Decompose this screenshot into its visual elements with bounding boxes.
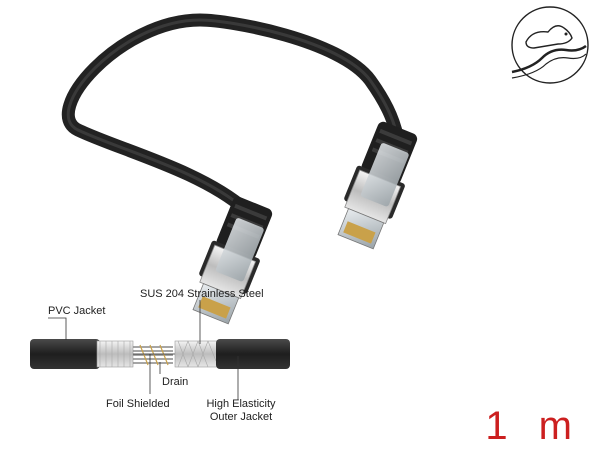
- cable-length: 1 m: [485, 404, 582, 448]
- label-outer-jacket-line1: High Elasticity: [206, 398, 276, 410]
- cable-cross-section: [30, 300, 290, 400]
- rodent-protection-icon: [511, 6, 589, 84]
- rj45-connector-right: [337, 121, 418, 250]
- label-steel: SUS 204 Strainless Steel: [140, 288, 264, 300]
- label-pvc-jacket: PVC Jacket: [48, 305, 106, 317]
- rj45-connector-left: [192, 196, 273, 325]
- label-outer-jacket-line2: Outer Jacket: [209, 411, 273, 423]
- cable-loop: [61, 13, 405, 217]
- label-outer-jacket: High Elasticity Outer Jacket: [204, 398, 278, 424]
- label-drain: Drain: [162, 376, 189, 388]
- label-foil-shielded: Foil Shielded: [106, 398, 170, 410]
